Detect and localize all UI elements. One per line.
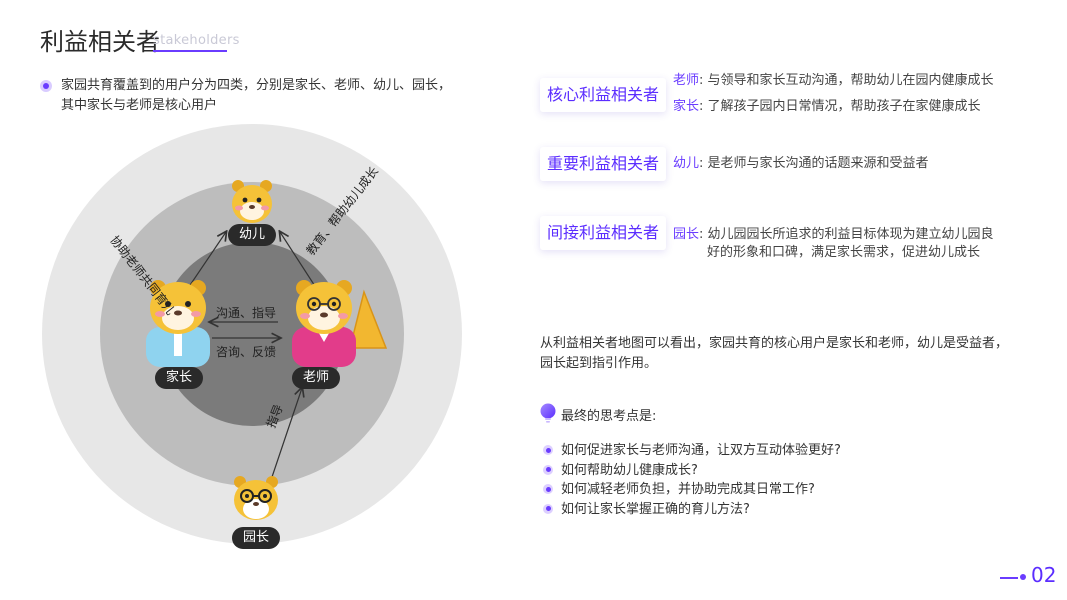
- desc-text: 好的形象和口碑，满足家长需求，促进幼儿成长: [707, 245, 981, 260]
- tag-core-stakeholders: 核心利益相关者: [540, 78, 667, 112]
- parent-mascot-icon: [146, 280, 210, 367]
- bullet-dot-icon: [40, 80, 52, 92]
- desc-indirect-principal-cont: 好的形象和口碑，满足家长需求，促进幼儿成长: [707, 244, 980, 262]
- arrow-label-teacher-to-parent: 沟通、指导: [216, 306, 277, 320]
- node-label-child: 幼儿: [227, 224, 277, 246]
- question-text: 如何减轻老师负担，并协助完成其日常工作?: [561, 482, 815, 497]
- bullet-dot-icon: [543, 464, 553, 475]
- tag-important-stakeholders: 重要利益相关者: [540, 147, 667, 181]
- bullet-dot-icon: [543, 484, 553, 494]
- final-thoughts-label: 最终的思考点是:: [561, 409, 657, 424]
- questions-list: 如何促进家长与老师沟通，让双方互动体验更好? 如何帮助幼儿健康成长? 如何减轻老…: [543, 441, 841, 519]
- summary-text: 从利益相关者地图可以看出，家园共育的核心用户是家长和老师，幼儿是受益者，园长起到…: [540, 336, 1009, 371]
- list-item: 如何减轻老师负担，并协助完成其日常工作?: [543, 480, 841, 500]
- lightbulb-icon: [540, 403, 556, 423]
- desc-who: 家长: [673, 99, 700, 114]
- node-label-teacher: 老师: [291, 367, 341, 389]
- bullet-dot-icon: [543, 503, 553, 514]
- desc-important-child: 幼儿: 是老师与家长沟通的话题来源和受益者: [673, 155, 929, 173]
- node-label-parent: 家长: [154, 367, 204, 389]
- tag-indirect-stakeholders: 间接利益相关者: [540, 216, 667, 250]
- desc-text: : 幼儿园园长所追求的利益目标体现为建立幼儿园良: [699, 227, 994, 242]
- intro-text: 家园共育覆盖到的用户分为四类，分别是家长、老师、幼儿、园长，其中家长与老师是核心…: [61, 78, 452, 113]
- page-indicator-dot: [1020, 574, 1026, 580]
- arrow-principal-to-teacher: [271, 388, 302, 478]
- page-title: 利益相关者: [40, 28, 160, 56]
- question-text: 如何帮助幼儿健康成长?: [561, 462, 698, 478]
- page-indicator-line: [1000, 577, 1018, 579]
- stakeholder-diagram: 幼儿 家长 老师 园长 协助老师共同育儿 教育、帮助幼儿成长 沟通、指导 咨询、…: [40, 122, 464, 549]
- page-number: 02: [1031, 563, 1057, 587]
- desc-text: : 了解孩子园内日常情况，帮助孩子在家健康成长: [699, 99, 981, 114]
- list-item: 如何促进家长与老师沟通，让双方互动体验更好?: [543, 441, 841, 461]
- page-subtitle: stakeholders: [153, 33, 240, 48]
- child-mascot-icon: [232, 180, 272, 223]
- teacher-mascot-icon: [292, 280, 388, 367]
- desc-text: : 与领导和家长互动沟通，帮助幼儿在园内健康成长: [699, 73, 994, 88]
- desc-who: 幼儿: [673, 156, 700, 171]
- node-label-principal: 园长: [231, 527, 281, 549]
- arrow-label-parent-to-teacher: 咨询、反馈: [216, 345, 277, 359]
- title-underline: [153, 50, 227, 52]
- desc-who: 园长: [673, 227, 700, 242]
- desc-text: : 是老师与家长沟通的话题来源和受益者: [699, 156, 929, 171]
- bullet-dot-icon: [543, 445, 553, 455]
- desc-indirect-principal: 园长: 幼儿园园长所追求的利益目标体现为建立幼儿园良: [673, 226, 994, 244]
- desc-who: 老师: [673, 73, 700, 88]
- desc-core-teacher: 老师: 与领导和家长互动沟通，帮助幼儿在园内健康成长: [673, 72, 994, 90]
- stakeholder-rings: [42, 124, 462, 544]
- question-text: 如何促进家长与老师沟通，让双方互动体验更好?: [561, 443, 841, 458]
- principal-mascot-icon: [234, 476, 278, 520]
- question-text: 如何让家长掌握正确的育儿方法?: [561, 501, 750, 517]
- list-item: 如何让家长掌握正确的育儿方法?: [543, 500, 841, 520]
- desc-core-parent: 家长: 了解孩子园内日常情况，帮助孩子在家健康成长: [673, 98, 981, 116]
- list-item: 如何帮助幼儿健康成长?: [543, 461, 841, 481]
